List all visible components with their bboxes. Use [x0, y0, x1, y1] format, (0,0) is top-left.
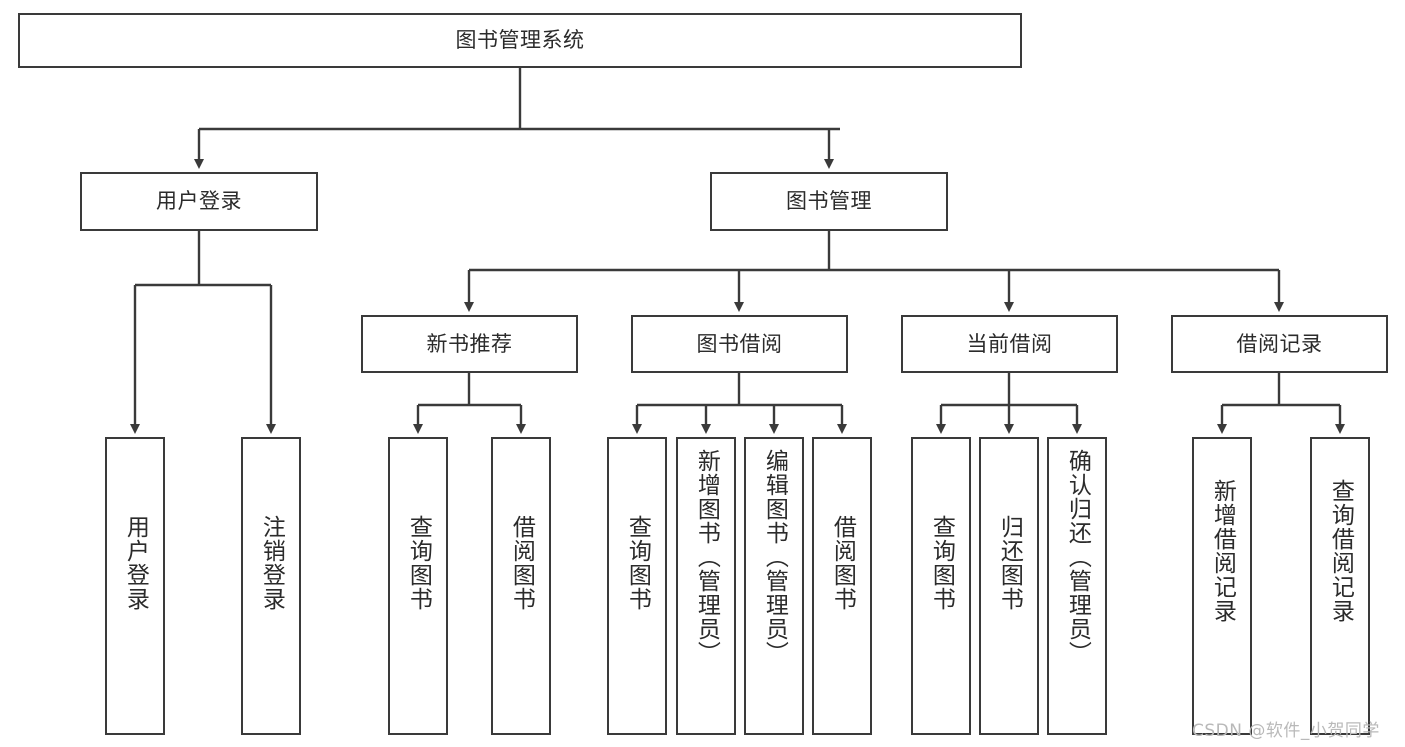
node-label: 用户登录 [122, 515, 149, 611]
node-root-book-management-system[interactable]: 图书管理系统 [18, 13, 1022, 68]
node-book-borrow[interactable]: 图书借阅 [631, 315, 848, 373]
leaf-borrow-record-query-record[interactable]: 查询借阅记录 [1310, 437, 1370, 735]
leaf-book-borrow-add-book-admin[interactable]: 新增图书（管理员） [676, 437, 736, 735]
node-label: 查询图书 [405, 515, 432, 611]
leaf-user-login-logout[interactable]: 注销登录 [241, 437, 301, 735]
leaf-borrow-record-add-record[interactable]: 新增借阅记录 [1192, 437, 1252, 735]
node-label: 归还图书 [996, 515, 1023, 611]
node-book-management[interactable]: 图书管理 [710, 172, 948, 231]
node-label: 图书借阅 [696, 331, 783, 356]
node-label: 新书推荐 [426, 331, 513, 356]
node-label: 借阅记录 [1236, 331, 1323, 356]
node-label: 借阅图书 [829, 515, 856, 611]
leaf-current-borrow-confirm-return-admin[interactable]: 确认归还（管理员） [1047, 437, 1107, 735]
node-label: 查询图书 [928, 515, 955, 611]
node-current-borrow[interactable]: 当前借阅 [901, 315, 1118, 373]
node-label: 注销登录 [258, 515, 285, 611]
node-label: 用户登录 [156, 189, 242, 214]
node-new-book-recommend[interactable]: 新书推荐 [361, 315, 578, 373]
node-label: 编辑图书（管理员） [761, 449, 788, 665]
node-label: 新增图书（管理员） [693, 449, 720, 665]
watermark: CSDN @软件_小贺同学 [1192, 721, 1380, 741]
node-borrow-record[interactable]: 借阅记录 [1171, 315, 1388, 373]
leaf-new-book-borrow-book[interactable]: 借阅图书 [491, 437, 551, 735]
node-user-login[interactable]: 用户登录 [80, 172, 318, 231]
leaf-book-borrow-borrow-book[interactable]: 借阅图书 [812, 437, 872, 735]
leaf-book-borrow-query-book[interactable]: 查询图书 [607, 437, 667, 735]
node-label: 图书管理系统 [455, 28, 585, 53]
node-label: 图书管理 [786, 189, 872, 214]
node-label: 当前借阅 [966, 331, 1053, 356]
node-label: 查询图书 [624, 515, 651, 611]
leaf-user-login-login[interactable]: 用户登录 [105, 437, 165, 735]
node-label: 查询借阅记录 [1327, 479, 1354, 623]
node-label: 借阅图书 [508, 515, 535, 611]
leaf-new-book-query-book[interactable]: 查询图书 [388, 437, 448, 735]
leaf-current-borrow-return-book[interactable]: 归还图书 [979, 437, 1039, 735]
leaf-current-borrow-query-book[interactable]: 查询图书 [911, 437, 971, 735]
leaf-book-borrow-edit-book-admin[interactable]: 编辑图书（管理员） [744, 437, 804, 735]
node-label: 确认归还（管理员） [1064, 449, 1091, 665]
node-label: 新增借阅记录 [1209, 479, 1236, 623]
